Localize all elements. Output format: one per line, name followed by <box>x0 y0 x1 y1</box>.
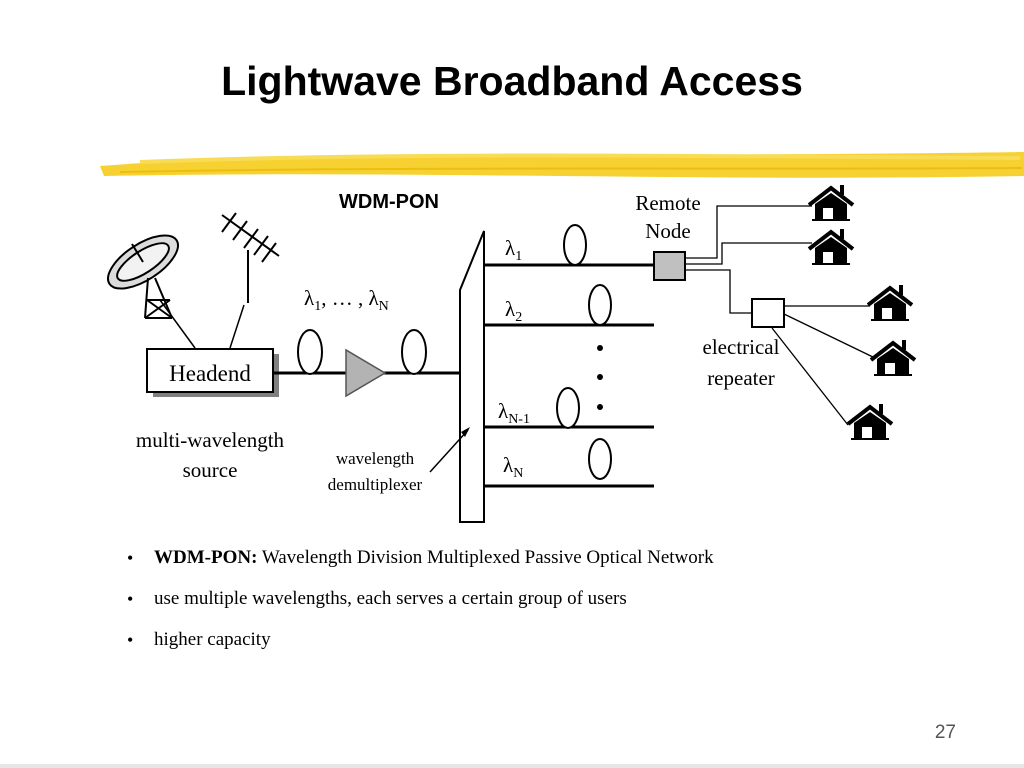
slide-title: Lightwave Broadband Access <box>221 58 803 104</box>
house-icon <box>866 283 914 322</box>
fiber-coil-icon <box>588 438 612 480</box>
combined-wavelength-label: λ1, … , λN <box>304 286 389 314</box>
channel-label-2: λ2 <box>505 297 522 325</box>
satellite-dish-icon <box>107 234 179 319</box>
repeater-label-line2: repeater <box>707 366 775 390</box>
fiber-coil-icon <box>563 224 587 266</box>
channel-label-n: λN <box>503 453 523 481</box>
channel-label-1: λ1 <box>505 236 522 264</box>
fiber-coil-icon <box>556 387 580 429</box>
source-label-line2: source <box>183 458 238 482</box>
bullet-item: WDM-PON: Wavelength Division Multiplexed… <box>127 544 714 585</box>
headend-label: Headend <box>169 361 251 386</box>
demux-label-line1: wavelength <box>336 449 415 468</box>
ellipsis-dot <box>597 374 603 380</box>
fiber-coil-icon <box>588 284 612 326</box>
house-icon <box>807 183 855 222</box>
amplifier-icon <box>345 348 387 398</box>
bullet-item: higher capacity <box>127 626 714 667</box>
source-label-line1: multi-wavelength <box>136 428 285 452</box>
house-icon <box>846 402 894 441</box>
fiber-coil-icon <box>297 329 323 375</box>
distribution-lines <box>685 205 876 426</box>
bullet-item: use multiple wavelengths, each serves a … <box>127 585 714 626</box>
electrical-repeater-box <box>751 298 785 328</box>
remote-node-box <box>653 251 686 281</box>
page-number: 27 <box>934 722 956 743</box>
remote-node-label-line1: Remote <box>635 191 700 215</box>
wdm-pon-label: WDM-PON <box>339 191 439 213</box>
yellow-highlight-stroke <box>100 152 1024 178</box>
demux-label-line2: demultiplexer <box>328 475 423 494</box>
headend-box <box>146 348 274 393</box>
remote-node-label-line2: Node <box>645 219 691 243</box>
antenna-icon <box>221 212 280 303</box>
ellipsis-dot <box>597 404 603 410</box>
ellipsis-dot <box>597 345 603 351</box>
repeater-label-line1: electrical <box>703 335 780 359</box>
bullet-list: WDM-PON: Wavelength Division Multiplexed… <box>127 544 714 667</box>
demultiplexer-icon <box>459 230 485 523</box>
house-icon <box>807 227 855 266</box>
fiber-coil-icon <box>401 329 427 375</box>
house-icon <box>869 338 917 377</box>
channel-label-n-1: λN-1 <box>498 399 530 427</box>
footer-divider <box>0 764 1024 768</box>
